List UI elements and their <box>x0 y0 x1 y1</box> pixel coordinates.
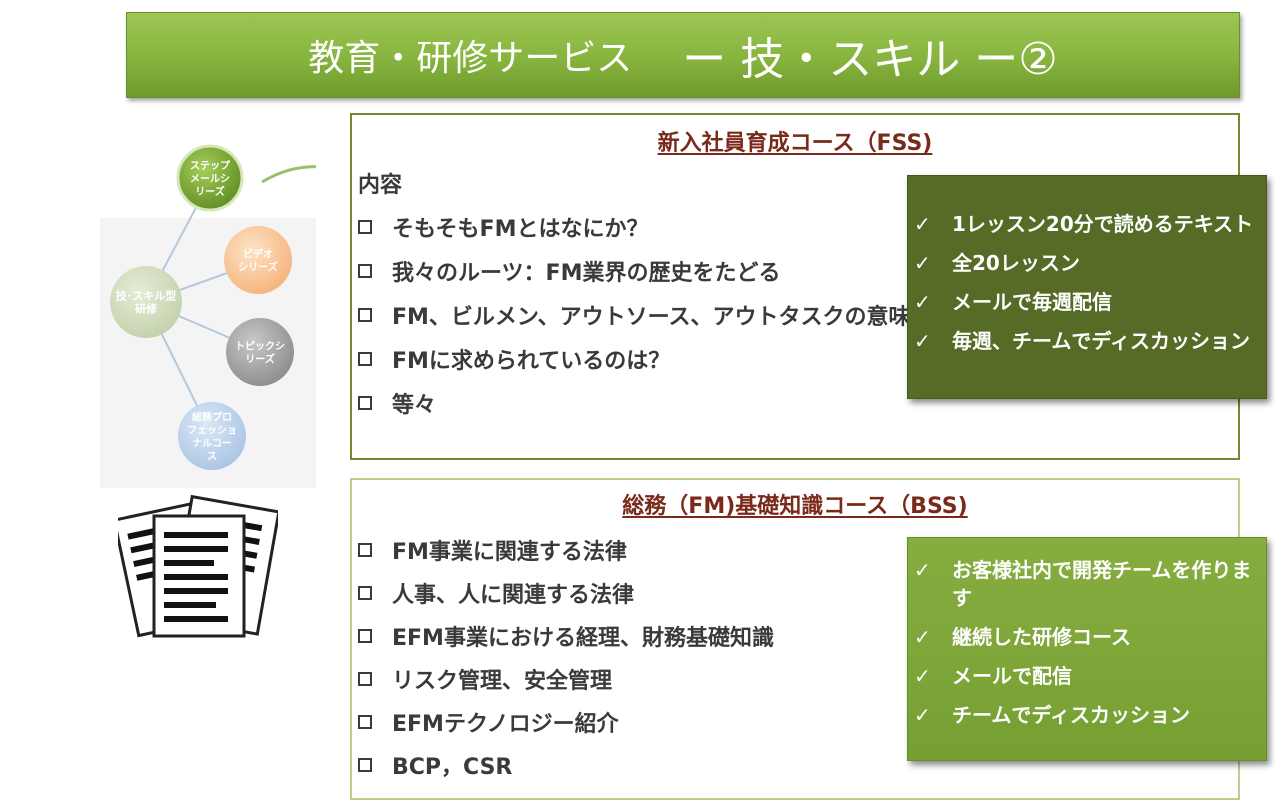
feature-item: ✓ お客様社内で開発チームを作ります <box>914 556 1260 612</box>
list-item: EFMテクノロジー紹介 <box>358 700 774 743</box>
node-label-line: メールシ <box>190 173 230 185</box>
feature-text: メールで毎週配信 <box>952 290 1112 314</box>
node-fm-pro <box>178 402 246 470</box>
checkmark-icon: ✓ <box>914 664 931 688</box>
feature-text: 全20レッスン <box>952 251 1080 275</box>
title-part1: 教育・研修サービス <box>308 38 633 79</box>
node-label-line: フェッショ <box>187 425 237 437</box>
feature-text: 毎週、チームでディスカッション <box>952 329 1250 353</box>
feature-text: お客様社内で開発チームを作ります <box>952 558 1252 610</box>
node-label-line: 研修 <box>135 302 158 316</box>
list-item: 等々 <box>358 381 911 425</box>
list-item: 人事、人に関連する法律 <box>358 571 774 614</box>
node-video <box>224 226 292 294</box>
course2-topic-list: FM事業に関連する法律 人事、人に関連する法律 EFM事業における経理、財務基礎… <box>358 528 774 786</box>
node-label-line: リーズ <box>195 185 225 198</box>
course-diagram: 技･スキル型研修 ステップメールシリーズ ビデオシリーズ トピックシリーズ 総務… <box>100 144 316 488</box>
node-label-line: 技･スキル型 <box>116 289 177 303</box>
title-part2: ー 技・スキル ー② <box>682 34 1058 85</box>
list-item-text: そもそもFMとはなにか？ <box>392 217 649 242</box>
node-video-label: ビデオシリーズ <box>238 248 278 274</box>
list-item-text: EFMテクノロジー紹介 <box>392 711 619 737</box>
title-banner: 教育・研修サービス ー 技・スキル ー② <box>126 12 1240 98</box>
node-step-mail <box>176 144 244 212</box>
feature-item: ✓ チームでディスカッション <box>914 701 1260 729</box>
checkmark-icon: ✓ <box>914 625 931 649</box>
checkbox-icon <box>358 264 372 278</box>
checkmark-icon: ✓ <box>914 329 931 353</box>
list-item: FM、ビルメン、アウトソース、アウトタスクの意味 <box>358 293 911 337</box>
feature-item: ✓ 継続した研修コース <box>914 623 1260 651</box>
list-item: FMに求められているのは？ <box>358 337 911 381</box>
course1-feature-list: ✓ 1レッスン20分で読めるテキスト ✓ 全20レッスン ✓ メールで毎週配信 ✓ 毎週… <box>914 210 1260 366</box>
list-item-text: BCP，CSR <box>392 754 513 780</box>
node-step-mail-label: ステップメールシリーズ <box>190 159 231 198</box>
list-item-text: FM事業に関連する法律 <box>392 539 627 565</box>
node-topic <box>226 318 294 386</box>
checkbox-icon <box>358 308 372 322</box>
checkbox-icon <box>358 628 372 643</box>
course2-features-callout: ✓ お客様社内で開発チームを作ります ✓ 継続した研修コース ✓ メールで配信 ✓ チー… <box>907 537 1267 761</box>
checkbox-icon <box>358 220 372 234</box>
feature-text: メールで配信 <box>952 664 1072 688</box>
feature-item: ✓ 1レッスン20分で読めるテキスト <box>914 210 1260 238</box>
checkbox-icon <box>358 585 372 600</box>
checkbox-icon <box>358 352 372 366</box>
node-label-line: トピックシ <box>235 341 285 353</box>
course2-feature-list: ✓ お客様社内で開発チームを作ります ✓ 継続した研修コース ✓ メールで配信 ✓ チー… <box>914 556 1260 740</box>
checkbox-icon <box>358 714 372 729</box>
list-item-text: 等々 <box>392 393 437 418</box>
checkmark-icon: ✓ <box>914 558 931 582</box>
list-item: EFM事業における経理、財務基礎知識 <box>358 614 774 657</box>
feature-item: ✓ メールで配信 <box>914 662 1260 690</box>
feature-text: 1レッスン20分で読めるテキスト <box>952 212 1254 236</box>
list-item-text: EFM事業における経理、財務基礎知識 <box>392 625 774 651</box>
checkmark-icon: ✓ <box>914 290 931 314</box>
documents-icon <box>118 494 278 638</box>
list-item: FM事業に関連する法律 <box>358 528 774 571</box>
node-label-line: ナルコー <box>192 438 232 450</box>
checkbox-icon <box>358 396 372 410</box>
checkmark-icon: ✓ <box>914 212 931 236</box>
checkbox-icon <box>358 542 372 557</box>
list-item: 我々のルーツ：FM業界の歴史をたどる <box>358 249 911 293</box>
course1-content-label: 内容 <box>358 173 403 198</box>
node-label-line: 総務プロ <box>192 411 232 424</box>
list-item: そもそもFMとはなにか？ <box>358 205 911 249</box>
feature-item: ✓ メールで毎週配信 <box>914 288 1260 316</box>
course2-title: 総務（FM)基礎知識コース（BSS) <box>622 494 968 519</box>
center-node-label: 技･スキル型研修 <box>116 289 177 316</box>
course1-features-callout: ✓ 1レッスン20分で読めるテキスト ✓ 全20レッスン ✓ メールで毎週配信 ✓ 毎週… <box>907 175 1267 399</box>
feature-text: 継続した研修コース <box>952 625 1131 649</box>
feature-item: ✓ 全20レッスン <box>914 249 1260 277</box>
course1-title: 新入社員育成コース（FSS) <box>657 131 933 156</box>
checkbox-icon <box>358 671 372 686</box>
list-item-text: 我々のルーツ：FM業界の歴史をたどる <box>392 261 781 286</box>
feature-item: ✓ 毎週、チームでディスカッション <box>914 327 1260 355</box>
list-item: BCP，CSR <box>358 743 774 786</box>
list-item-text: FM、ビルメン、アウトソース、アウトタスクの意味 <box>392 305 911 330</box>
list-item: リスク管理、安全管理 <box>358 657 774 700</box>
checkmark-icon: ✓ <box>914 703 931 727</box>
list-item-text: リスク管理、安全管理 <box>392 668 613 694</box>
node-label-line: リーズ <box>245 353 275 366</box>
node-topic-label: トピックシリーズ <box>235 341 285 366</box>
checkbox-icon <box>358 757 372 772</box>
center-node <box>110 266 182 338</box>
checkmark-icon: ✓ <box>914 251 931 275</box>
node-label-line: シリーズ <box>238 261 278 274</box>
course1-topic-list: そもそもFMとはなにか？ 我々のルーツ：FM業界の歴史をたどる FM、ビルメン、… <box>358 205 911 425</box>
node-label-line: ステップ <box>190 159 231 172</box>
node-label-line: ビデオ <box>243 248 273 261</box>
feature-text: チームでディスカッション <box>952 703 1190 727</box>
list-item-text: 人事、人に関連する法律 <box>392 582 635 608</box>
list-item-text: FMに求められているのは？ <box>392 349 671 374</box>
node-label-line: ス <box>207 451 217 463</box>
arrow-curve <box>261 165 316 184</box>
node-fm-pro-label: 総務プロフェッショナルコース <box>187 411 237 463</box>
